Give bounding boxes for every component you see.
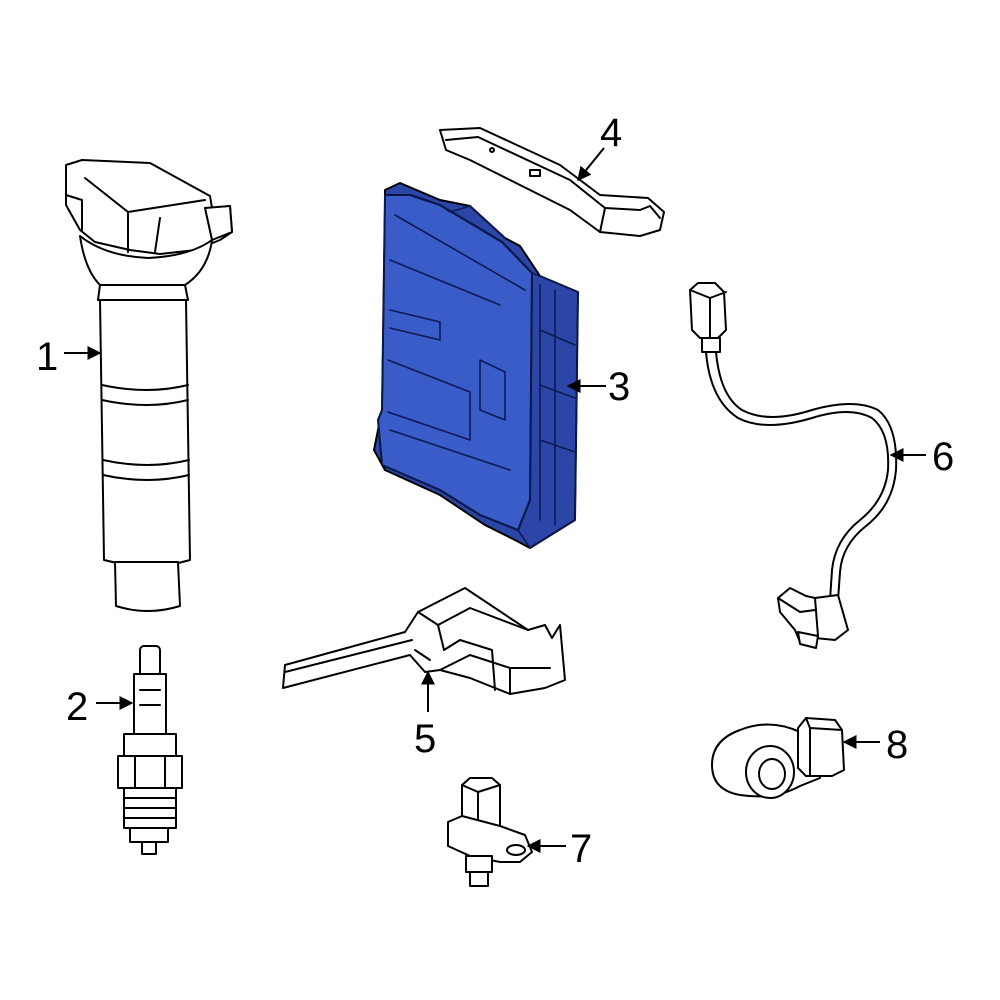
callout-label-1: 1 [36, 335, 58, 379]
callout-label-3: 3 [608, 365, 630, 409]
knock-sensor[interactable] [711, 717, 845, 799]
callout-arrow-4 [577, 147, 605, 182]
callout-arrows [64, 147, 926, 853]
engine-control-module[interactable] [373, 182, 579, 549]
spark-plug[interactable] [117, 645, 183, 855]
callout-label-8: 8 [886, 723, 908, 767]
callout-label-5: 5 [414, 717, 436, 761]
callout-label-4: 4 [600, 111, 622, 155]
sensor-with-cable[interactable] [689, 282, 898, 649]
callout-label-7: 7 [570, 827, 592, 871]
callout-labels: 1 2 3 4 5 6 7 8 [36, 111, 954, 871]
lower-bracket[interactable] [282, 587, 566, 695]
position-sensor[interactable] [447, 777, 533, 887]
callout-label-2: 2 [66, 685, 88, 729]
ignition-coil[interactable] [65, 159, 233, 612]
ecu-bracket[interactable] [439, 127, 665, 237]
callout-label-6: 6 [932, 435, 954, 479]
